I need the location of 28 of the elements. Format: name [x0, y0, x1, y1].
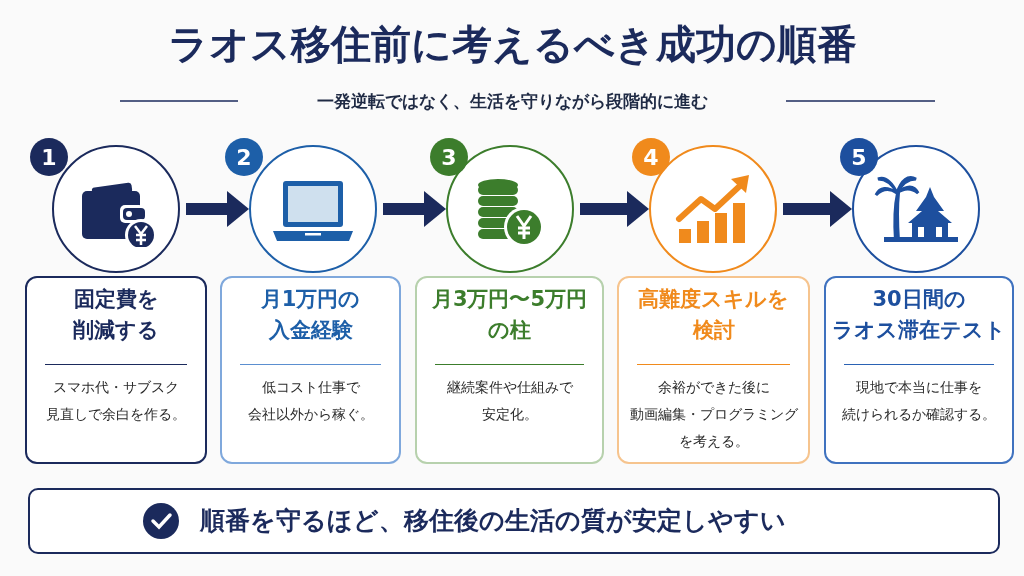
- arrow: [783, 191, 852, 227]
- step-heading: 30日間のラオス滞在テスト: [831, 286, 1007, 344]
- step-card: [25, 276, 207, 464]
- subtitle: 一発逆転ではなく、生活を守りながら段階的に進む: [315, 90, 709, 113]
- step-heading: 月1万円の入金経験: [259, 286, 362, 344]
- arrow: [383, 191, 446, 227]
- step-description: スマホ代・サブスク見直しで余白を作る。: [45, 378, 187, 424]
- step-card: [415, 276, 604, 464]
- page-title: ラオス移住前に考えるべき成功の順番: [166, 20, 858, 69]
- summary-box: [28, 488, 1000, 554]
- step-description: 低コスト仕事で会社以外から稼ぐ。: [246, 378, 375, 424]
- step-card: [617, 276, 810, 464]
- step-card: [824, 276, 1014, 464]
- number-badge: 4: [632, 138, 670, 176]
- arrow: [580, 191, 649, 227]
- number-badge: 3: [430, 138, 468, 176]
- step-heading: 固定費を削減する: [72, 286, 160, 344]
- step-heading: 高難度スキルを検討: [637, 286, 790, 344]
- arrow: [186, 191, 249, 227]
- step-card: [220, 276, 401, 464]
- number-badge: 1: [30, 138, 68, 176]
- number-badge: 5: [840, 138, 878, 176]
- step-description: 余裕ができた後に動画編集・プログラミングを考える。: [628, 378, 799, 451]
- summary-text: 順番を守るほど、移住後の生活の質が安定しやすい: [200, 505, 786, 537]
- number-badge: 2: [225, 138, 263, 176]
- step-heading: 月3万円〜5万円の柱: [430, 286, 589, 344]
- step-description: 継続案件や仕組みで安定化。: [445, 378, 574, 424]
- step-description: 現地で本当に仕事を続けられるか確認する。: [841, 378, 997, 424]
